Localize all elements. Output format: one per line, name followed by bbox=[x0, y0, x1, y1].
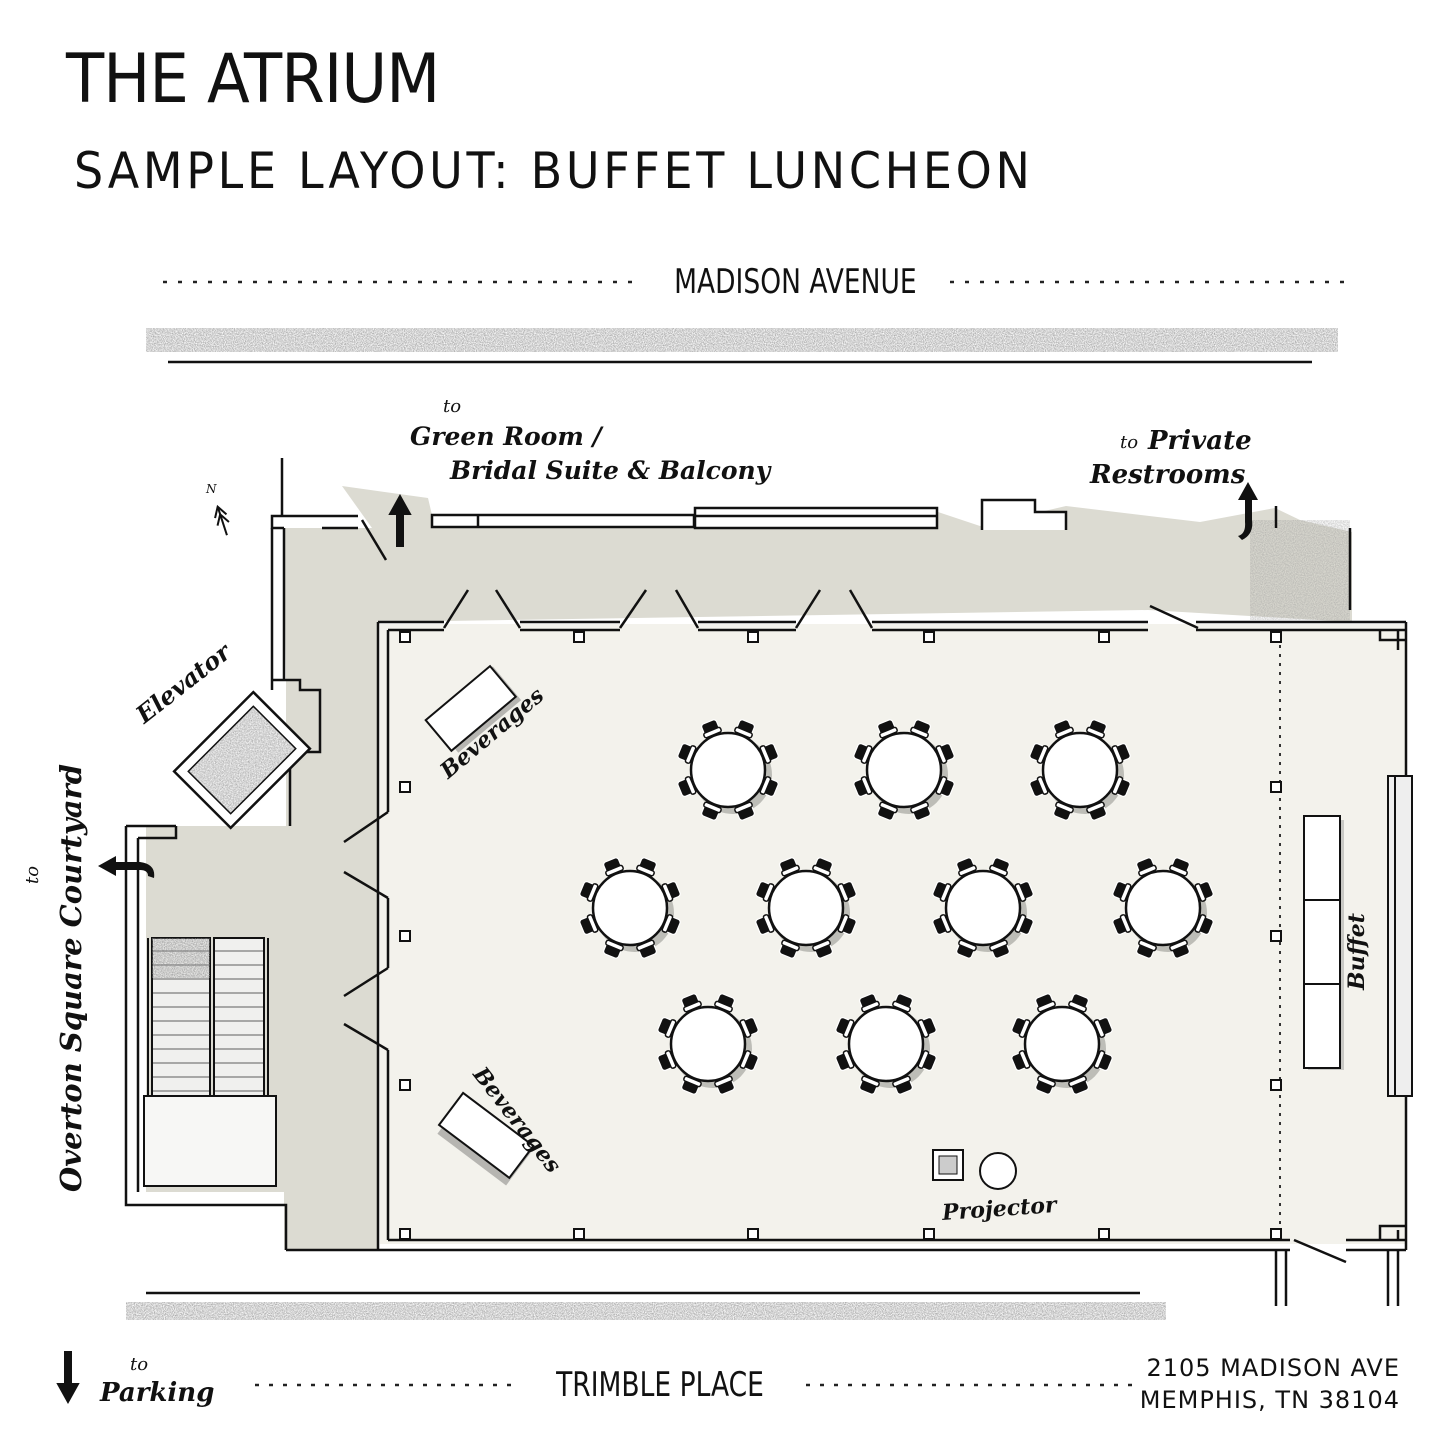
parking-to-label: to bbox=[130, 1354, 149, 1375]
north-label: N bbox=[206, 482, 217, 496]
elevator bbox=[172, 690, 312, 830]
round-table bbox=[755, 857, 857, 959]
stairwell bbox=[143, 937, 277, 1187]
address-line2: MEMPHIS, TN 38104 bbox=[1139, 1386, 1400, 1414]
sidewalk-north bbox=[146, 328, 1338, 352]
round-table bbox=[1112, 857, 1214, 959]
table-top bbox=[865, 731, 943, 809]
restrooms-to-label: to bbox=[1120, 432, 1139, 453]
table-top bbox=[1124, 869, 1202, 947]
street-name-north: MADISON AVENUE bbox=[674, 262, 917, 302]
table-top bbox=[847, 1005, 925, 1083]
round-table bbox=[657, 993, 759, 1095]
table-top bbox=[767, 869, 845, 947]
round-table bbox=[835, 993, 937, 1095]
parking-label: Parking bbox=[100, 1378, 215, 1408]
north-arrow-icon bbox=[214, 504, 230, 536]
green-room-to-label: to bbox=[443, 396, 462, 417]
buffet-tables bbox=[1303, 775, 1413, 1097]
street-name-south: TRIMBLE PLACE bbox=[556, 1365, 764, 1405]
courtyard-label: Overton Square Courtyard bbox=[54, 763, 88, 1192]
table-top bbox=[689, 731, 767, 809]
projector bbox=[932, 1149, 1017, 1190]
left-arrow-icon bbox=[98, 856, 155, 878]
buffet-label: Buffet bbox=[1344, 913, 1370, 990]
columns bbox=[399, 631, 1282, 1240]
page-subtitle: SAMPLE LAYOUT: BUFFET LUNCHEON bbox=[74, 142, 1034, 200]
round-table bbox=[677, 719, 779, 821]
table-top bbox=[1041, 731, 1119, 809]
restrooms-label-line2: Restrooms bbox=[1090, 460, 1246, 490]
beverage-table-bottom bbox=[437, 1091, 535, 1186]
walls bbox=[124, 458, 1408, 1306]
sidewalk-south bbox=[126, 1302, 1166, 1320]
up-arrow-icon bbox=[1238, 482, 1258, 540]
round-table bbox=[1011, 993, 1113, 1095]
address: 2105 MADISON AVE MEMPHIS, TN 38104 bbox=[1140, 1352, 1400, 1416]
address-line1: 2105 MADISON AVE bbox=[1146, 1354, 1400, 1382]
green-room-label-line2: Bridal Suite & Balcony bbox=[450, 456, 771, 485]
table-top bbox=[1023, 1005, 1101, 1083]
table-top bbox=[669, 1005, 747, 1083]
table-top bbox=[591, 869, 669, 947]
round-tables bbox=[579, 719, 1214, 1095]
courtyard-to-label: to bbox=[22, 865, 43, 884]
table-top bbox=[944, 869, 1022, 947]
round-table bbox=[932, 857, 1034, 959]
round-table bbox=[853, 719, 955, 821]
corridor-grain bbox=[1250, 520, 1350, 620]
round-table bbox=[1029, 719, 1131, 821]
beverage-table-top bbox=[424, 664, 522, 753]
page-title: THE ATRIUM bbox=[66, 40, 440, 119]
restrooms-label-line1: Private bbox=[1148, 426, 1252, 456]
up-arrow-icon bbox=[388, 493, 412, 547]
down-arrow-icon bbox=[56, 1351, 80, 1405]
round-table bbox=[579, 857, 681, 959]
green-room-label-line1: Green Room / bbox=[410, 422, 602, 451]
